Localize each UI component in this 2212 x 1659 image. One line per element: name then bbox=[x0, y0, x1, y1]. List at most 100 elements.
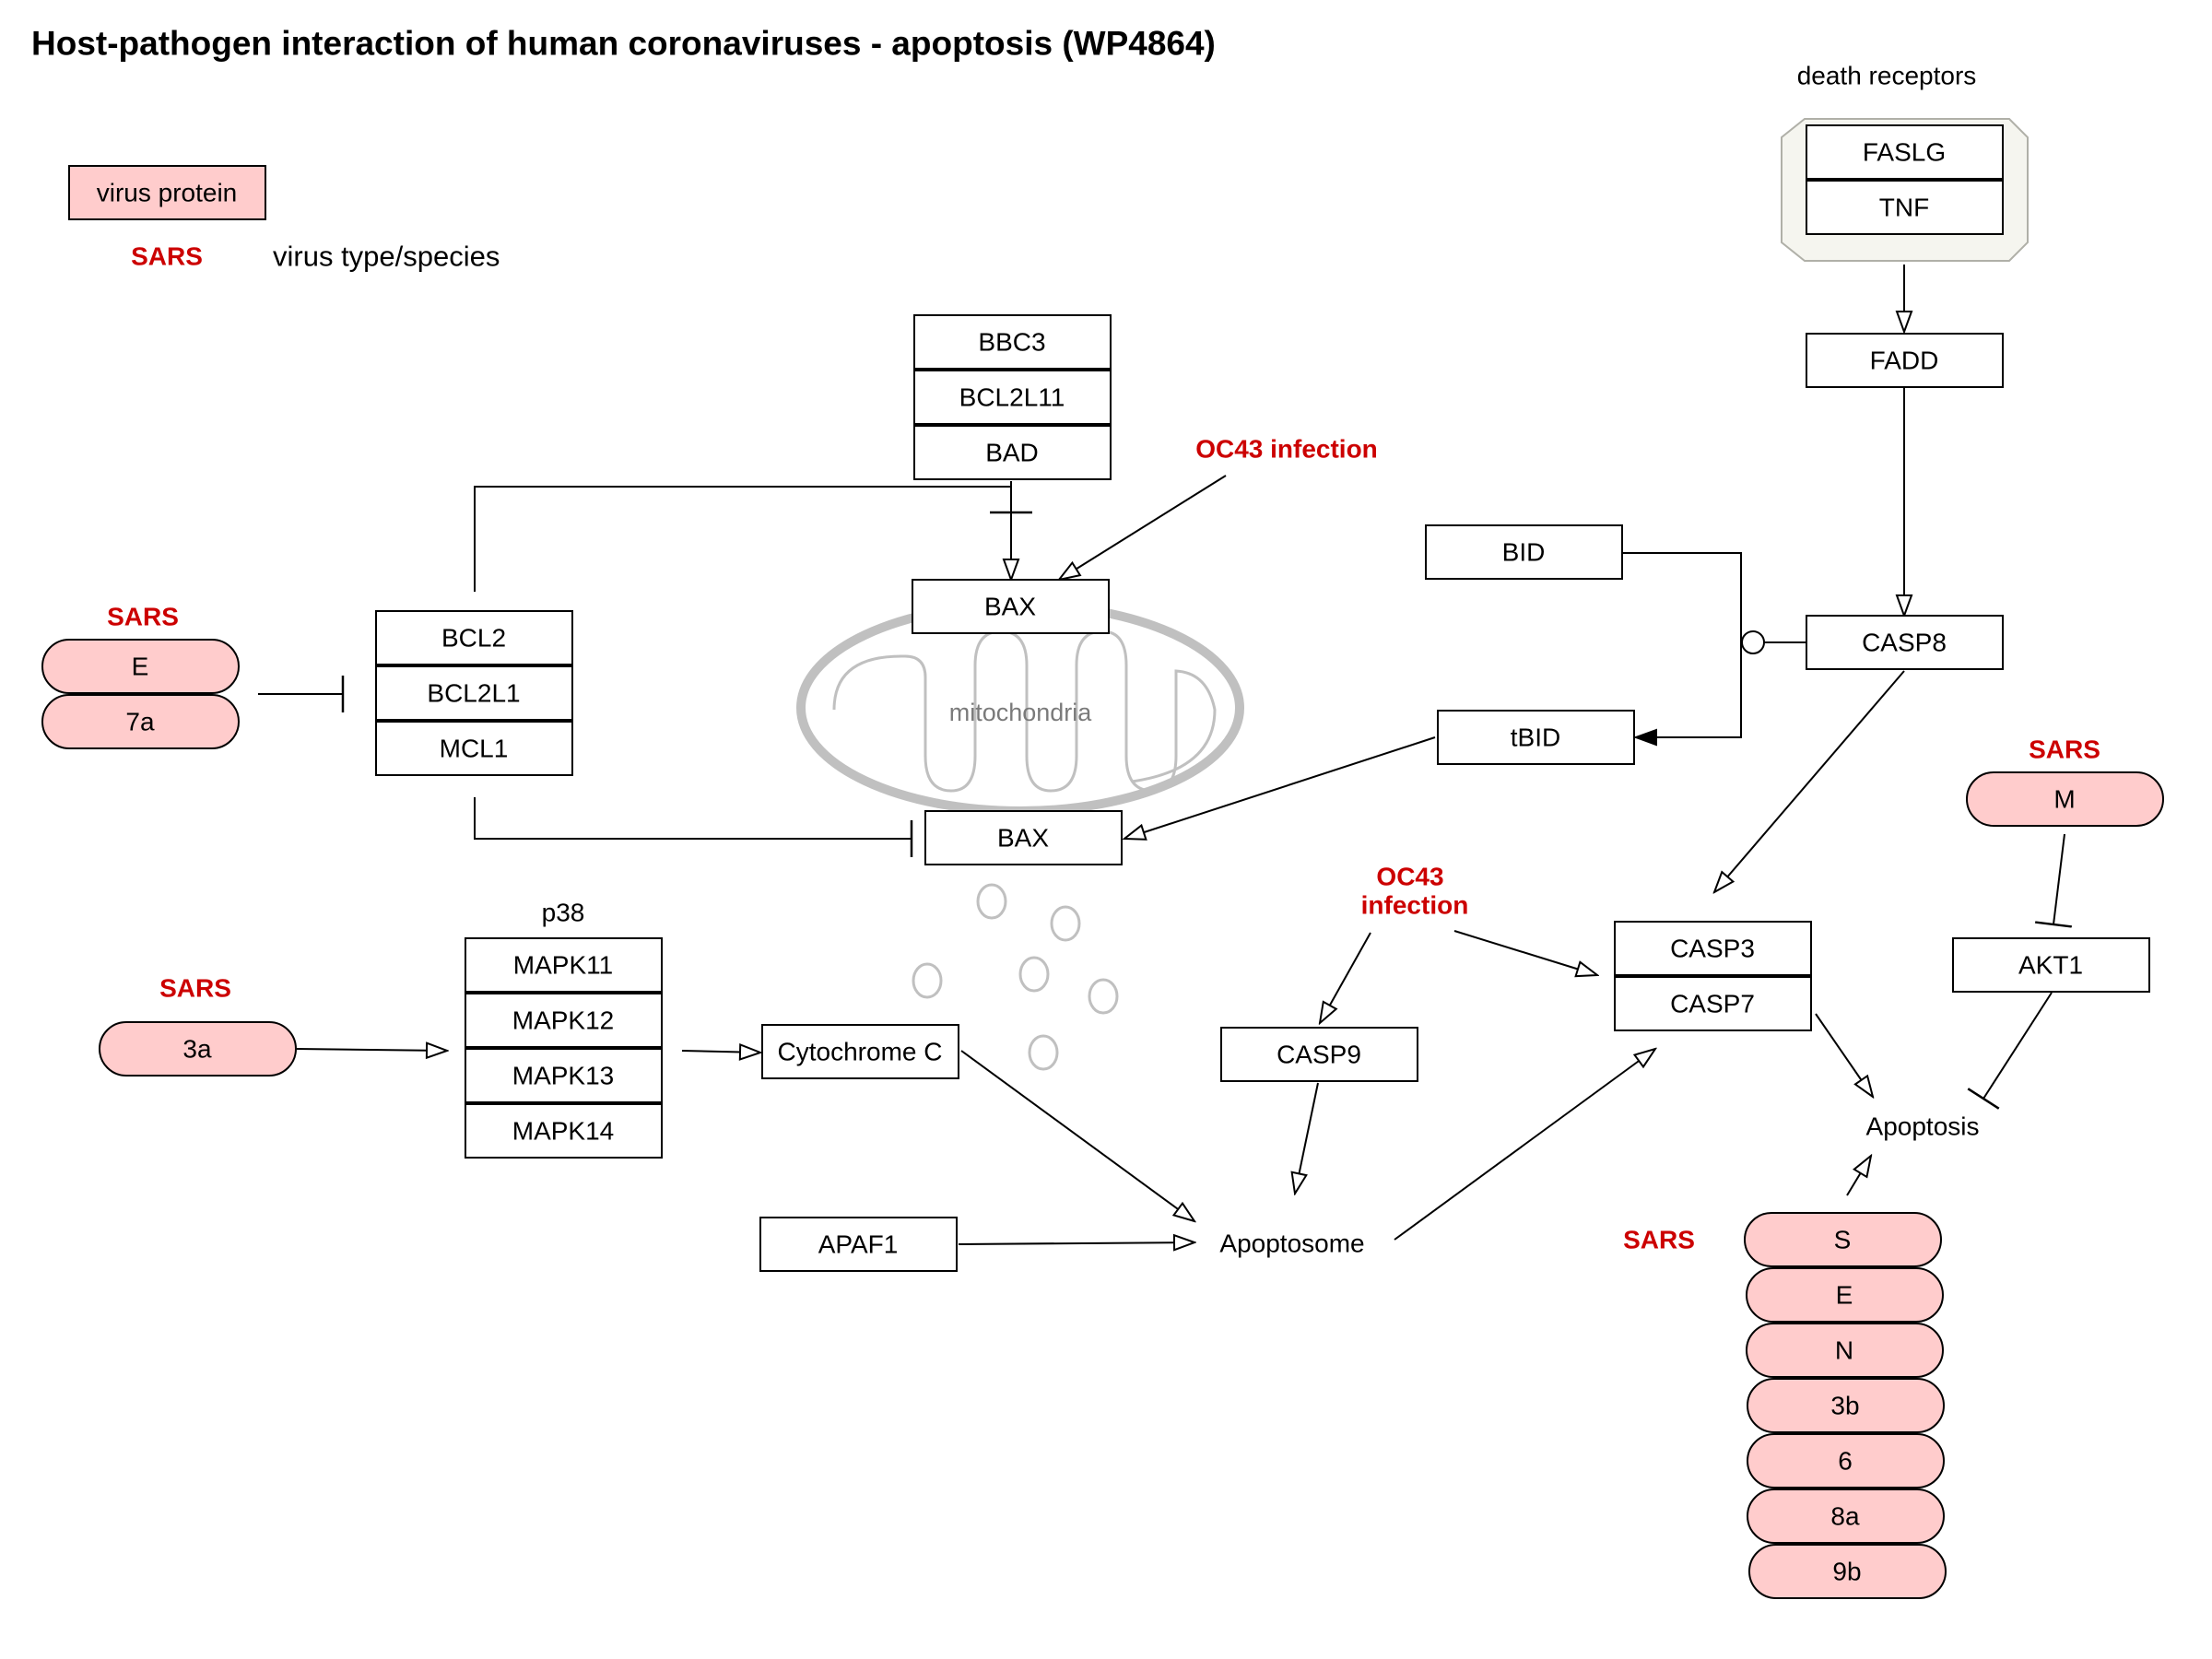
gene-tBID-label: tBID bbox=[1511, 724, 1560, 752]
gene-MAPK11-label: MAPK11 bbox=[513, 951, 613, 980]
edge-cytc-to-apoptosome bbox=[960, 1050, 1194, 1221]
gene-MAPK13[interactable]: MAPK13 bbox=[465, 1048, 663, 1103]
edge-oc43-to-casp9 bbox=[1320, 932, 1371, 1023]
apoptosome-label: Apoptosome bbox=[1219, 1230, 1364, 1258]
gene-BAX-bottom-label: BAX bbox=[997, 824, 1049, 853]
mitochondria-shape: mitochondria bbox=[796, 600, 1244, 816]
gene-CASP3[interactable]: CASP3 bbox=[1614, 921, 1812, 976]
gene-BCL2[interactable]: BCL2 bbox=[375, 610, 573, 665]
edge-oc43-to-bax bbox=[1059, 475, 1227, 580]
legend-virus-tag: SARS bbox=[131, 242, 203, 271]
edge-sars-to-apoptosis bbox=[1846, 1156, 1871, 1196]
virus-protein-M[interactable]: M bbox=[1966, 771, 2164, 827]
virus-protein-8a[interactable]: 8a bbox=[1747, 1488, 1945, 1544]
gene-TNF-label: TNF bbox=[1879, 194, 1929, 222]
gene-FASLG[interactable]: FASLG bbox=[1806, 124, 2004, 180]
sars-label-m: SARS bbox=[2029, 735, 2100, 764]
edge-apoptosome-to-casp3 bbox=[1394, 1049, 1655, 1241]
edge-casp8-to-casp3 bbox=[1714, 670, 1905, 892]
gene-CytochromeC-label: Cytochrome C bbox=[778, 1038, 943, 1066]
edge-bid-to-tbid bbox=[1622, 552, 1742, 737]
edge-p38-to-cytc bbox=[681, 1051, 760, 1053]
gene-BCL2L11[interactable]: BCL2L11 bbox=[913, 370, 1112, 425]
virus-protein-6[interactable]: 6 bbox=[1747, 1433, 1945, 1488]
sars-label-bottom: SARS bbox=[1623, 1226, 1695, 1254]
virus-protein-E-left[interactable]: E bbox=[41, 639, 240, 694]
oc43-infection-top-label: OC43 infection bbox=[1195, 435, 1378, 464]
sars-label-e7a: SARS bbox=[107, 603, 179, 631]
virus-protein-E-right[interactable]: E bbox=[1746, 1267, 1944, 1323]
legend-virus-protein-label: virus protein bbox=[97, 179, 238, 207]
virus-protein-N[interactable]: N bbox=[1746, 1323, 1944, 1378]
edge-casp9-to-apoptosome bbox=[1295, 1082, 1319, 1194]
edge-apaf1-to-apoptosome bbox=[958, 1242, 1194, 1244]
mitochondria-label: mitochondria bbox=[949, 699, 1093, 726]
virus-protein-6-label: 6 bbox=[1838, 1447, 1853, 1476]
oc43-infection-mid-line1: OC43 bbox=[1376, 863, 1443, 891]
gene-CASP7[interactable]: CASP7 bbox=[1614, 976, 1812, 1031]
virus-protein-S-label: S bbox=[1834, 1226, 1852, 1254]
virus-protein-9b[interactable]: 9b bbox=[1748, 1544, 1947, 1599]
edge-bcl2-to-bax-top bbox=[474, 486, 1011, 592]
gene-MCL1[interactable]: MCL1 bbox=[375, 721, 573, 776]
gene-MAPK11[interactable]: MAPK11 bbox=[465, 937, 663, 993]
virus-protein-N-label: N bbox=[1835, 1336, 1853, 1365]
gene-CASP8[interactable]: CASP8 bbox=[1806, 615, 2004, 670]
gene-AKT1[interactable]: AKT1 bbox=[1952, 937, 2150, 993]
gene-APAF1-label: APAF1 bbox=[818, 1230, 899, 1259]
gene-BCL2L1[interactable]: BCL2L1 bbox=[375, 665, 573, 721]
virus-protein-9b-label: 9b bbox=[1832, 1558, 1861, 1586]
gene-BBC3[interactable]: BBC3 bbox=[913, 314, 1112, 370]
virus-protein-7a[interactable]: 7a bbox=[41, 694, 240, 749]
gene-BAD[interactable]: BAD bbox=[913, 425, 1112, 480]
gene-BBC3-label: BBC3 bbox=[978, 328, 1045, 357]
edge-tbid-to-bax bbox=[1124, 736, 1436, 839]
gene-FASLG-label: FASLG bbox=[1863, 138, 1946, 167]
gene-MAPK14-label: MAPK14 bbox=[512, 1117, 615, 1146]
legend-virus-type: virus type/species bbox=[273, 241, 500, 273]
gene-TNF[interactable]: TNF bbox=[1806, 180, 2004, 235]
virus-protein-3a[interactable]: 3a bbox=[99, 1021, 297, 1077]
gene-CASP9-label: CASP9 bbox=[1277, 1041, 1361, 1069]
p38-label: p38 bbox=[542, 899, 585, 927]
gene-FADD-label: FADD bbox=[1870, 347, 1939, 375]
page-title: Host-pathogen interaction of human coron… bbox=[31, 25, 1216, 63]
gene-BCL2L1-label: BCL2L1 bbox=[427, 679, 520, 708]
gene-AKT1-label: AKT1 bbox=[2018, 951, 2083, 980]
apoptosis-label: Apoptosis bbox=[1866, 1112, 1980, 1141]
gene-BCL2L11-label: BCL2L11 bbox=[959, 383, 1065, 412]
gene-CASP9[interactable]: CASP9 bbox=[1220, 1027, 1418, 1082]
virus-protein-E-right-label: E bbox=[1836, 1281, 1853, 1310]
gene-BAX-top-label: BAX bbox=[984, 593, 1036, 621]
edge-akt1-inhibits-apoptosis bbox=[1967, 992, 2053, 1110]
gene-BID-label: BID bbox=[1502, 538, 1546, 567]
virus-protein-S[interactable]: S bbox=[1744, 1212, 1942, 1267]
edge-bcl2-inhibits-bax bbox=[474, 797, 913, 857]
virus-protein-7a-label: 7a bbox=[125, 708, 155, 736]
edge-m-inhibits-akt1 bbox=[2034, 833, 2073, 928]
gene-MAPK12-label: MAPK12 bbox=[512, 1006, 615, 1035]
virus-protein-M-label: M bbox=[2053, 785, 2075, 814]
gene-CytochromeC[interactable]: Cytochrome C bbox=[761, 1024, 959, 1079]
gene-BAX-bottom[interactable]: BAX bbox=[924, 810, 1123, 865]
edge-3a-to-p38 bbox=[296, 1049, 447, 1051]
sars-label-3a: SARS bbox=[159, 974, 231, 1003]
death-receptors-label: death receptors bbox=[1797, 62, 1977, 90]
virus-protein-3a-label: 3a bbox=[182, 1035, 212, 1064]
cytochrome-release-dots bbox=[912, 883, 1119, 1071]
gene-MAPK14[interactable]: MAPK14 bbox=[465, 1103, 663, 1159]
edge-casp3-to-apoptosis bbox=[1815, 1013, 1873, 1097]
gene-CASP7-label: CASP7 bbox=[1670, 990, 1755, 1018]
gene-MAPK13-label: MAPK13 bbox=[512, 1062, 615, 1090]
gene-BID[interactable]: BID bbox=[1425, 524, 1623, 580]
virus-protein-3b[interactable]: 3b bbox=[1747, 1378, 1945, 1433]
gene-APAF1[interactable]: APAF1 bbox=[759, 1217, 958, 1272]
gene-FADD[interactable]: FADD bbox=[1806, 333, 2004, 388]
gene-BAX-top[interactable]: BAX bbox=[912, 579, 1110, 634]
gene-MAPK12[interactable]: MAPK12 bbox=[465, 993, 663, 1048]
edge-oc43-to-casp3 bbox=[1453, 930, 1597, 975]
gene-BAD-label: BAD bbox=[985, 439, 1039, 467]
gene-tBID[interactable]: tBID bbox=[1437, 710, 1635, 765]
gene-BCL2-label: BCL2 bbox=[441, 624, 506, 653]
